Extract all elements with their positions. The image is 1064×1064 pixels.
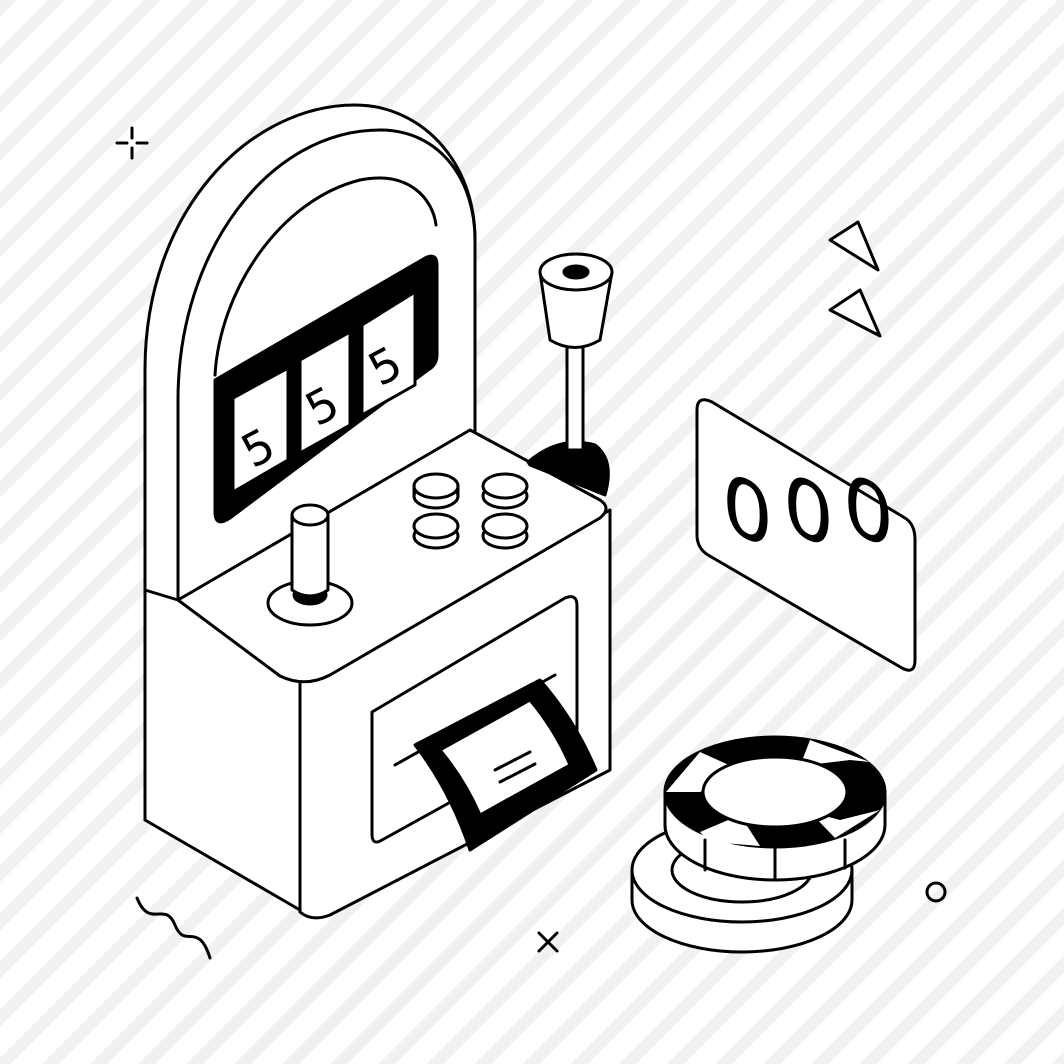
reel-3: 5 <box>360 290 417 417</box>
button <box>481 512 529 550</box>
arch-inner-curve <box>213 176 438 377</box>
buttons <box>412 472 529 550</box>
poker-chips <box>630 735 887 954</box>
banknote <box>413 678 598 852</box>
squiggle-icon <box>135 896 212 960</box>
button <box>412 472 460 510</box>
reel-2: 5 <box>297 330 352 455</box>
sparkle-icon <box>115 126 149 160</box>
button <box>412 512 460 550</box>
lever <box>526 252 614 497</box>
cross-icon <box>537 931 559 953</box>
button <box>481 472 529 510</box>
triangle-icon <box>828 220 882 338</box>
circle-icon <box>925 881 947 903</box>
poker-chip <box>663 735 887 882</box>
joystick <box>266 503 354 627</box>
score-panel: 0 0 0 <box>695 398 917 672</box>
slot-machine: 5 5 5 <box>143 103 614 920</box>
reel-1: 5 <box>231 366 290 494</box>
